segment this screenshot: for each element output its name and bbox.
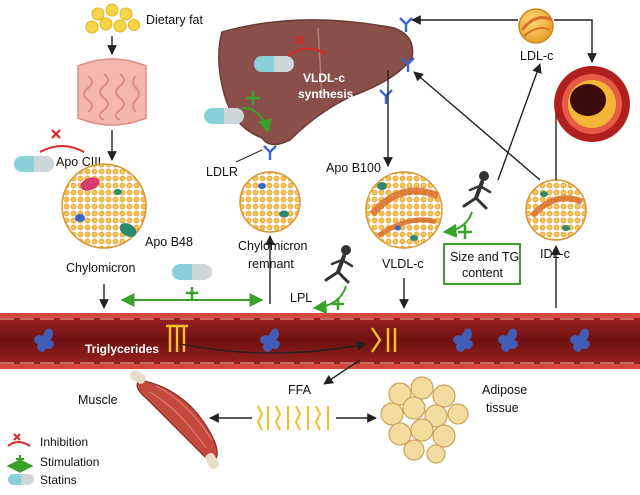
legend: Inhibition Stimulation Statins [6, 433, 99, 487]
lpl-enzyme-icon [453, 328, 473, 352]
runner-icon [462, 171, 492, 210]
arrow-idl-to-liver [413, 71, 541, 181]
legend-inhibition-label: Inhibition [40, 435, 88, 449]
inhibition-icon [7, 433, 31, 447]
lpl-label: LPL [290, 291, 312, 305]
vldl-particle-icon [365, 171, 443, 249]
apo-b100-label: Apo B100 [326, 161, 381, 175]
artery-plaque-icon [554, 66, 630, 142]
lpl-enzyme-icon [34, 328, 54, 352]
stimulation-icon [6, 455, 34, 473]
ldl-receptor-icon [263, 145, 277, 160]
statin-pill-icon [14, 156, 54, 172]
muscle-icon [130, 370, 219, 469]
stimulation-arrow-lpl [312, 285, 347, 315]
fat-droplets-icon [85, 3, 140, 34]
ffa-label: FFA [288, 383, 312, 397]
tg-hydrolysis-arrow [179, 340, 367, 354]
stimulation-icon [458, 225, 472, 239]
liver-icon [218, 19, 414, 146]
ldl-receptor-icon [401, 57, 415, 72]
inhibition-icon [287, 35, 327, 57]
vldl-synthesis-label-line2: synthesis [298, 87, 354, 101]
runner-icon [324, 245, 354, 284]
adipose-label-line2: tissue [486, 401, 519, 415]
stimulation-icon [332, 298, 344, 310]
blood-vessel [0, 313, 640, 369]
legend-stimulation-label: Stimulation [40, 455, 99, 469]
ldlr-pointer-line [235, 149, 263, 163]
stimulation-icon [186, 287, 198, 299]
lpl-enzyme-icon [570, 328, 590, 352]
chylomicron-remnant-label-line1: Chylomicron [238, 239, 308, 253]
statin-pill-icon [254, 56, 294, 72]
glycerol-fatty-acid-icon [371, 327, 397, 353]
statin-pill-icon [8, 474, 34, 485]
size-tg-label-line2: content [462, 266, 504, 280]
size-tg-label-line1: Size and TG [450, 250, 519, 264]
statin-pill-icon [204, 108, 244, 124]
legend-statins-label: Statins [40, 473, 77, 487]
lpl-enzymes [34, 328, 590, 352]
triglyceride-icon [166, 324, 188, 352]
muscle-label: Muscle [78, 393, 118, 407]
stimulation-icon [246, 91, 260, 105]
fatty-acids-icon [256, 405, 329, 431]
stimulation-arrow-ldlr [241, 107, 272, 134]
size-tg-content-box [443, 243, 521, 285]
arrow-vessel-to-ffa [323, 359, 361, 385]
chylomicron-remnant-label-line2: remnant [248, 257, 294, 271]
lpl-enzyme-icon [260, 328, 280, 352]
idl-particle-icon [525, 179, 587, 241]
idl-c-label: IDL-c [540, 247, 570, 261]
adipose-tissue-icon [380, 376, 469, 464]
ldlr-label: LDLR [206, 165, 238, 179]
vldl-synthesis-label-line1: VLDL-c [303, 71, 345, 85]
arrow-idl-to-ldl [497, 63, 542, 181]
statin-pill-icon [172, 264, 212, 280]
stimulation-arrow-vldl-size [442, 211, 473, 238]
inhibition-icon [39, 129, 85, 153]
vldl-c-label: VLDL-c [382, 257, 424, 271]
ldl-receptor-icon [379, 89, 393, 104]
triglycerides-label: Triglycerides [85, 342, 159, 356]
chylomicron-particle-icon [61, 163, 147, 249]
ldl-receptor-icon [399, 17, 413, 32]
intestine-icon [77, 58, 147, 126]
apo-ciii-label: Apo CIII [56, 155, 101, 169]
lpl-enzyme-icon [498, 328, 518, 352]
ldl-c-label: LDL-c [520, 49, 553, 63]
chylomicron-remnant-particle-icon [239, 171, 301, 233]
chylomicron-label: Chylomicron [66, 261, 136, 275]
apo-b48-label: Apo B48 [145, 235, 193, 249]
adipose-label-line1: Adipose [482, 383, 527, 397]
arrow-ldl-to-artery [554, 19, 597, 63]
ldl-particle-icon [518, 8, 554, 44]
dietary-fat-label: Dietary fat [146, 13, 203, 27]
